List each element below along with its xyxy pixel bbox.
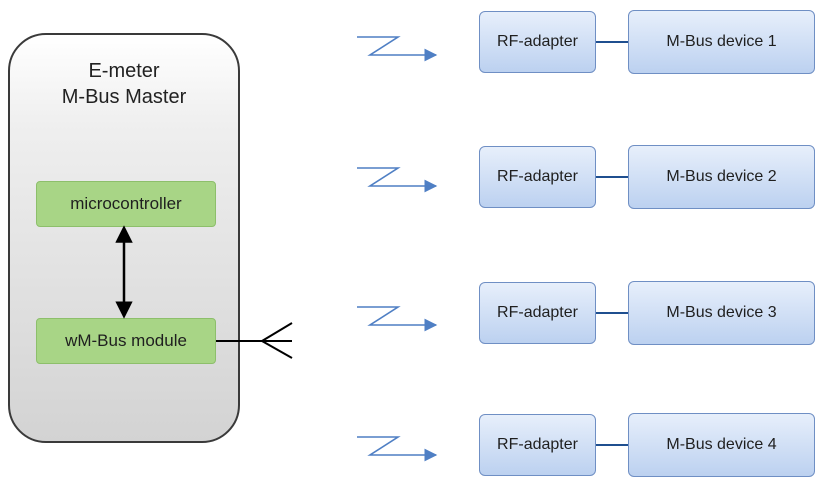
rf-adapter-box-3: RF-adapter [479, 282, 596, 344]
master-title: E-meter M-Bus Master [8, 58, 240, 110]
radio-signal-icon-4 [357, 436, 438, 462]
radio-signal-icon-2 [357, 167, 438, 193]
master-title-line2: M-Bus Master [61, 86, 187, 108]
mbus-device-box-4: M-Bus device 4 [628, 413, 815, 477]
mbus-device-box-1: M-Bus device 1 [628, 10, 815, 74]
microcontroller-box: microcontroller [36, 181, 216, 227]
radio-signal-icon-1 [357, 36, 438, 62]
rf-adapter-box-2: RF-adapter [479, 146, 596, 208]
mbus-device-box-3: M-Bus device 3 [628, 281, 815, 345]
mbus-device-box-2: M-Bus device 2 [628, 145, 815, 209]
master-title-line1: E-meter [88, 60, 160, 82]
radio-signal-icon-3 [357, 306, 438, 332]
rf-adapter-box-1: RF-adapter [479, 11, 596, 73]
rf-adapter-box-4: RF-adapter [479, 414, 596, 476]
wmbus-module-box: wM-Bus module [36, 318, 216, 364]
